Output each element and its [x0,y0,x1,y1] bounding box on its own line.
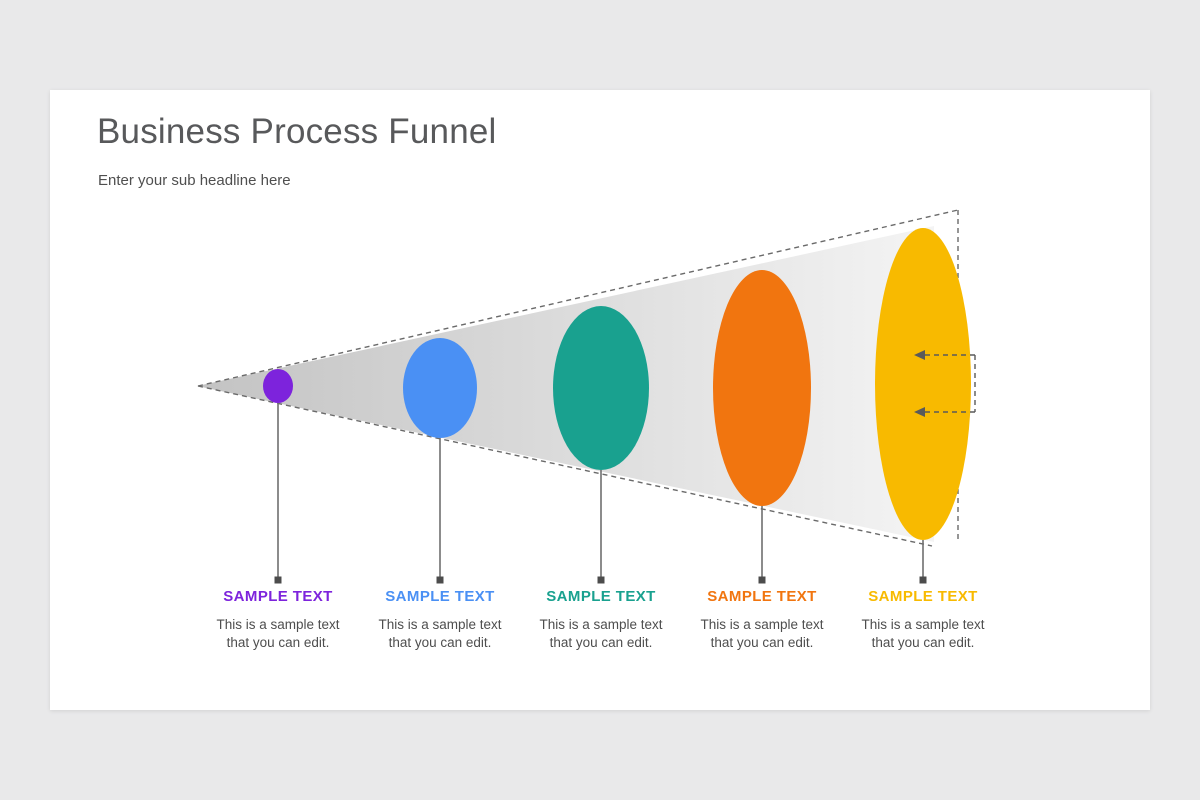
stage-2-label: SAMPLE TEXT [385,588,495,605]
stage-4-label-block: SAMPLE TEXT This is a sample text that y… [677,588,847,652]
dashed-arrow-icon [914,350,976,417]
stage-1-ellipse [263,369,293,403]
slide-title: Business Process Funnel [97,112,497,151]
stage-1-label: SAMPLE TEXT [223,588,333,605]
stage-5-ellipse [875,228,971,540]
stage-5-endpoint [919,576,927,584]
stage-2-description: This is a sample text that you can edit. [378,617,502,650]
stage-2-label-block: SAMPLE TEXT This is a sample text that y… [355,588,525,652]
stage-4-description: This is a sample text that you can edit. [700,617,824,650]
stage-5-label-block: SAMPLE TEXT This is a sample text that y… [838,588,1008,652]
stage-4-label: SAMPLE TEXT [707,588,817,605]
stage-5-description: This is a sample text that you can edit. [861,617,985,650]
stage-3-description: This is a sample text that you can edit. [539,617,663,650]
slide-subtitle: Enter your sub headline here [98,172,291,189]
stage-3-ellipse [553,306,649,470]
funnel-outline-top [197,209,959,387]
stage-3-endpoint [597,576,605,584]
stage-2-ellipse [403,338,477,438]
stage-5-label: SAMPLE TEXT [868,588,978,605]
funnel-diagram [197,209,976,584]
stage-1-description: This is a sample text that you can edit. [216,617,340,650]
stage-3-label: SAMPLE TEXT [546,588,656,605]
stage-4-ellipse [713,270,811,506]
stage-3-label-block: SAMPLE TEXT This is a sample text that y… [516,588,686,652]
stage-1-endpoint [274,576,282,584]
slide: Business Process Funnel Enter your sub h… [50,90,1150,710]
stage-4-endpoint [758,576,766,584]
stage-1-label-block: SAMPLE TEXT This is a sample text that y… [193,588,363,652]
stage-2-endpoint [436,576,444,584]
